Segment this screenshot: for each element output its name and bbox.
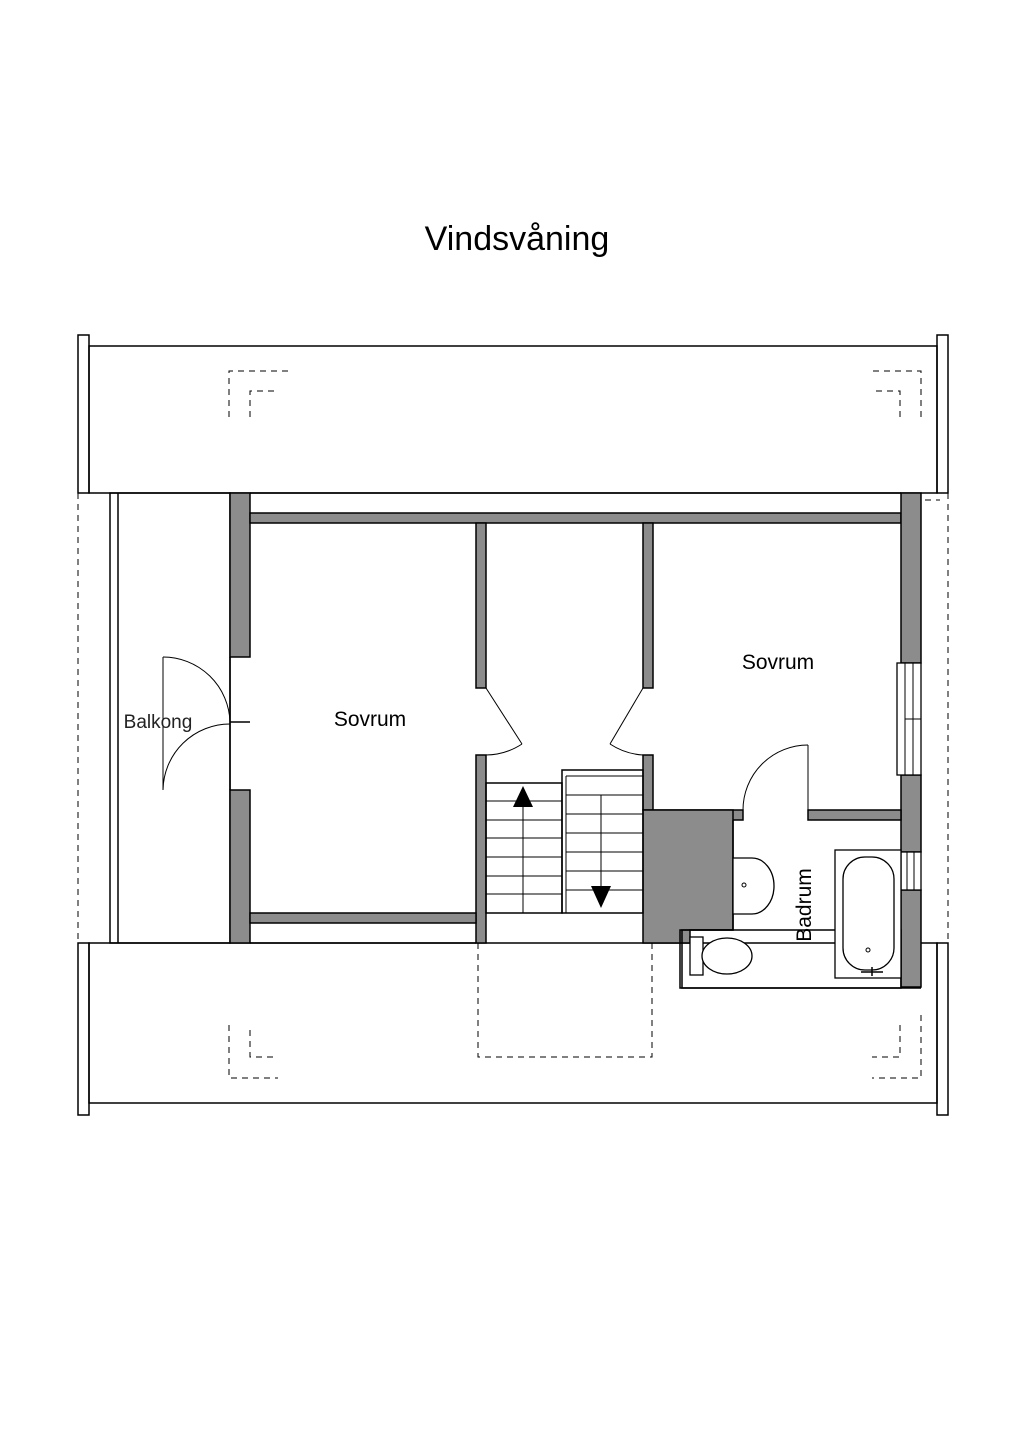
balcony-doors xyxy=(162,656,250,791)
window-bathroom xyxy=(900,851,922,891)
washbasin-icon xyxy=(732,857,775,915)
staircase xyxy=(485,769,644,914)
bedroom-left-door xyxy=(485,687,523,756)
room-label-bedroom-right: Sovrum xyxy=(742,651,814,674)
bedroom-right-door xyxy=(609,687,644,756)
toilet-icon xyxy=(689,936,753,976)
eaves xyxy=(77,493,949,943)
floor-title: Vindsvåning xyxy=(425,220,610,258)
roof-top xyxy=(77,334,949,494)
room-label-balcony: Balkong xyxy=(124,712,193,733)
roof-bottom xyxy=(77,942,949,1116)
walls xyxy=(229,492,922,988)
arrow-up-icon xyxy=(513,786,533,807)
bathtub-icon xyxy=(834,849,902,979)
arrow-down-icon xyxy=(591,886,611,908)
bathroom-door xyxy=(742,744,809,811)
window-bedroom-right xyxy=(896,662,922,776)
room-label-bathroom: Badrum xyxy=(793,868,816,942)
room-label-bedroom-left: Sovrum xyxy=(334,708,406,731)
